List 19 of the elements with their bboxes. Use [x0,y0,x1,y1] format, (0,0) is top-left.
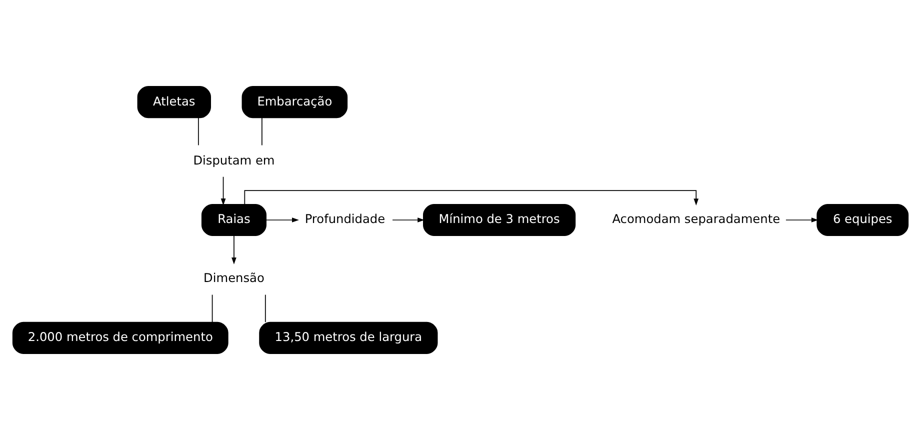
node-text: Disputam em [193,152,275,167]
node-text: Dimensão [204,270,264,285]
node-text: Acomodam separadamente [612,212,780,226]
node-box: 13,50 metros de largura [259,321,438,354]
node-box: Raias [201,203,266,236]
arrow [786,217,818,222]
node-box: Atletas [137,86,211,118]
node-text: Profundidade [304,212,386,226]
node-box: Mínimo de 3 metros [423,203,576,236]
arrow [392,217,425,222]
node-box: 2.000 metros de comprimento [12,321,228,354]
arrow [232,234,236,264]
node-box: 6 equipes [816,203,909,236]
arrow [220,176,226,205]
connector [212,294,213,322]
connector [198,116,199,146]
connector [264,294,266,322]
node-box: Embarcação [242,86,348,118]
arrow [266,217,299,222]
